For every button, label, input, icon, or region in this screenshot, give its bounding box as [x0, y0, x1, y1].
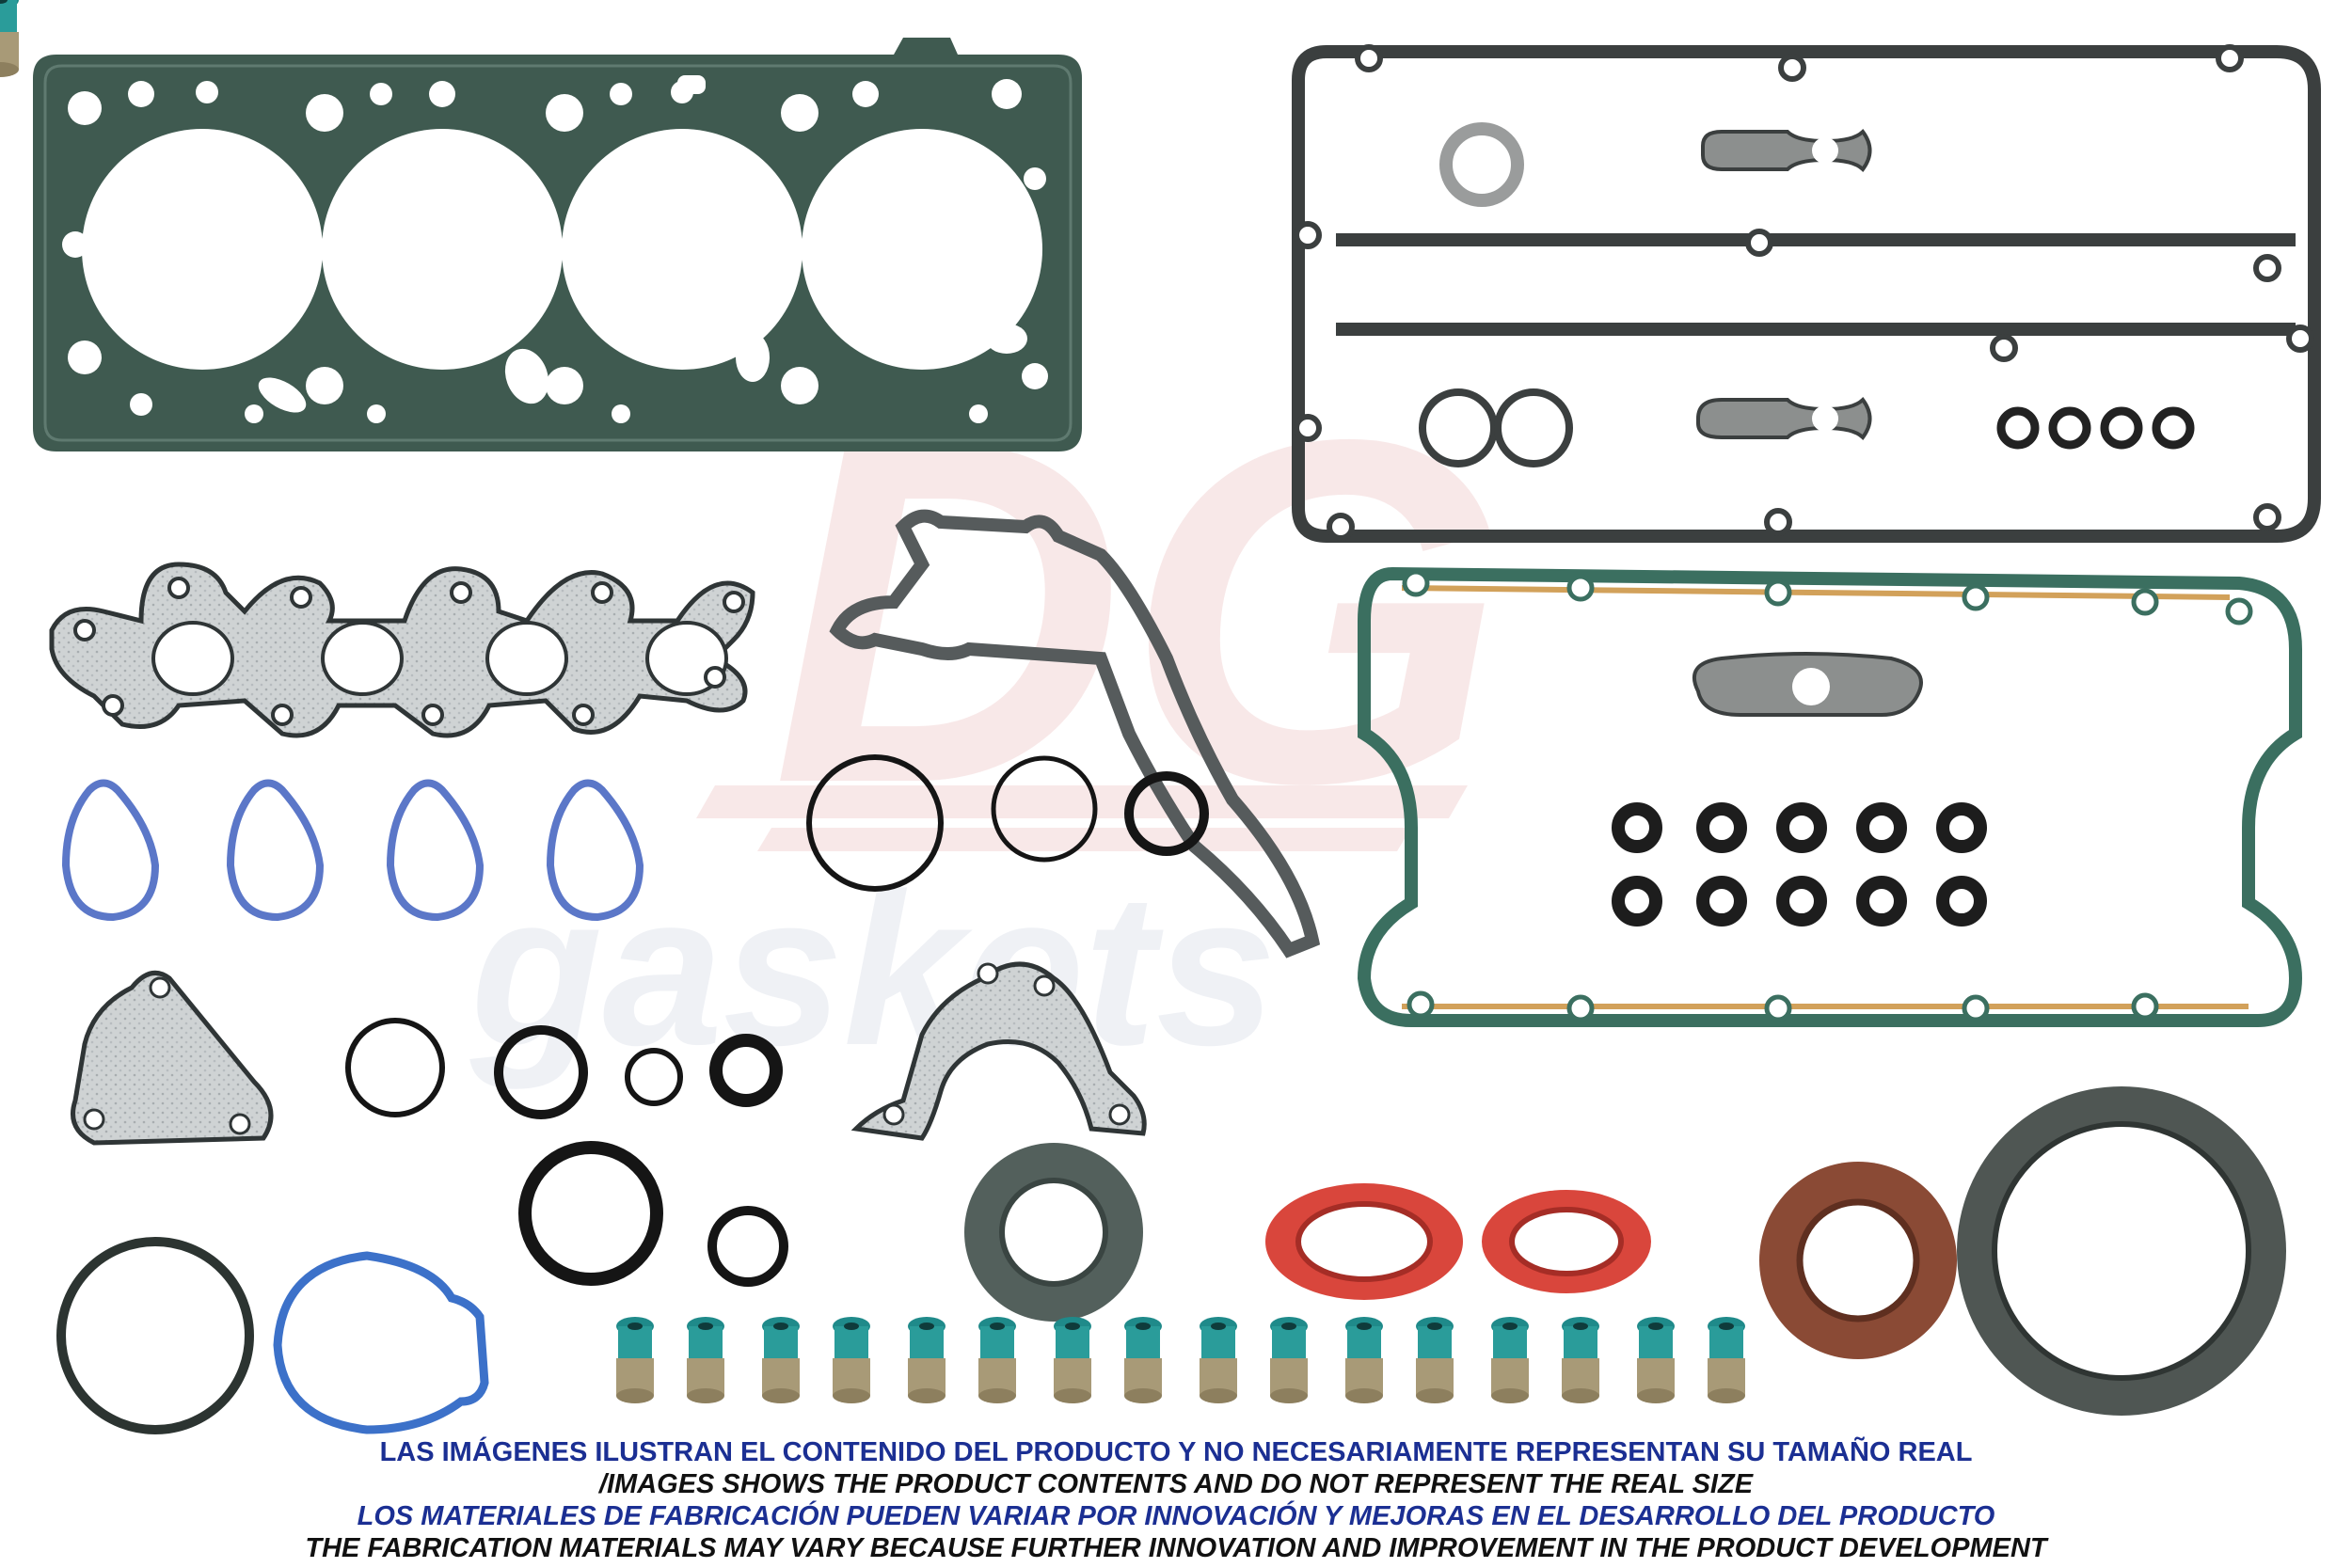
intake-gaskets: [61, 779, 644, 922]
water-pump-gaskets: [56, 1237, 489, 1434]
flange-gasket: [71, 970, 274, 1146]
crankshaft-seal-front: [1759, 1162, 1957, 1359]
disclaimer-line-1: LAS IMÁGENES ILUSTRAN EL CONTENIDO DEL P…: [379, 1437, 1973, 1467]
valve-stem-seals: [0, 0, 1745, 1403]
oil-pan-gasket: [1357, 566, 2303, 1027]
disclaimer-line-2: /IMAGES SHOWS THE PRODUCT CONTENTS AND D…: [598, 1469, 1754, 1499]
o-rings: [345, 754, 1209, 1287]
crankshaft-seal-rear: [1957, 1086, 2286, 1416]
head-gasket: [33, 38, 1082, 451]
disclaimer-line-3: LOS MATERIALES DE FABRICACIÓN PUEDEN VAR…: [357, 1501, 1995, 1531]
svg-text:gaskets: gaskets: [469, 848, 1277, 1090]
timing-cover-gasket: [829, 509, 1321, 958]
exhaust-manifold-gasket: [49, 562, 755, 738]
camshaft-seals: [1265, 1183, 1651, 1300]
valve-cover-gasket: [1292, 44, 2321, 543]
disclaimer-line-4: THE FABRICATION MATERIALS MAY VARY BECAU…: [305, 1533, 2047, 1563]
rear-seal-gasket: [850, 961, 1147, 1141]
front-crank-seal: [964, 1143, 1143, 1322]
